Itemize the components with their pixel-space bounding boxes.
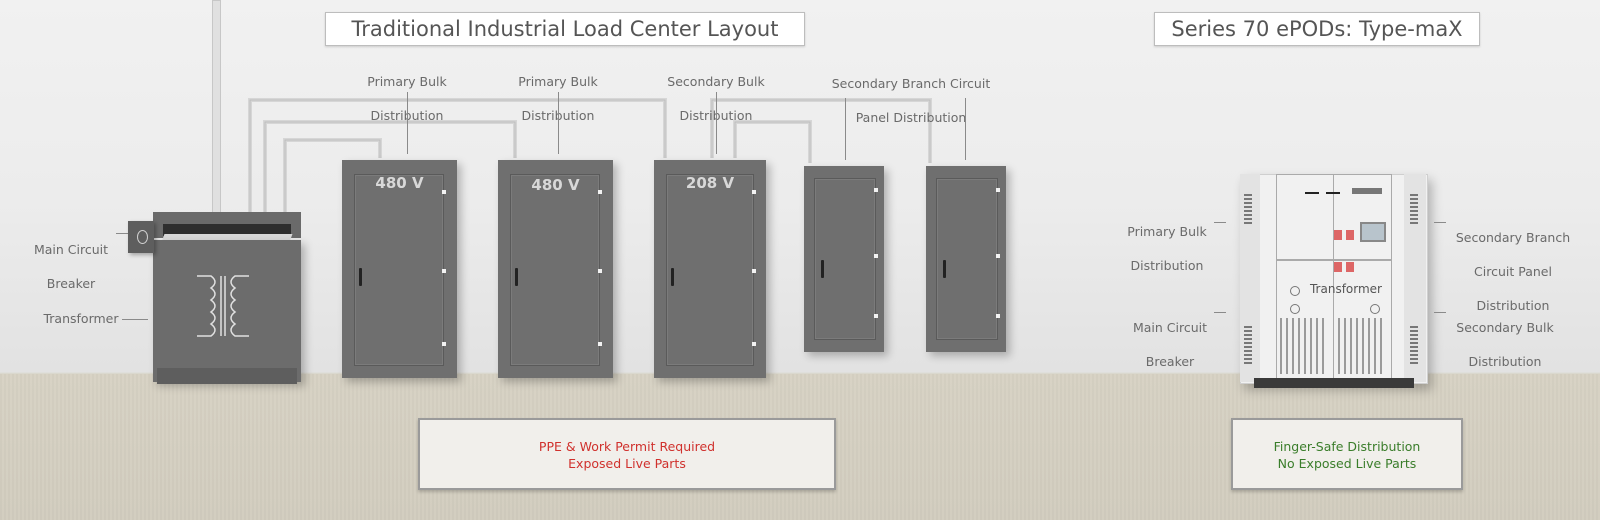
- leader-line: [716, 92, 717, 154]
- hinge: [442, 269, 446, 273]
- label-line: Secondary Branch: [1455, 230, 1571, 245]
- hinge: [442, 342, 446, 346]
- branch-panel-b: [926, 166, 1006, 352]
- epod-unit: Transformer: [1240, 174, 1428, 392]
- label-line: Distribution: [1476, 298, 1550, 313]
- transformer-unit: [153, 212, 301, 384]
- leader-line: [1434, 222, 1446, 223]
- callout-line: Finger-Safe Distribution: [1273, 439, 1421, 454]
- leader-line: [1434, 312, 1446, 313]
- hinge: [752, 190, 756, 194]
- callout-line: No Exposed Live Parts: [1277, 456, 1417, 471]
- hinge: [874, 188, 878, 192]
- hinge: [752, 269, 756, 273]
- callout-exposed-live-parts: PPE & Work Permit Required Exposed Live …: [418, 418, 836, 490]
- epod-label-secondary-bulk: Secondary Bulk Distribution: [1450, 302, 1560, 387]
- hinge: [598, 269, 602, 273]
- door-handle: [515, 268, 518, 286]
- label-line: Primary Bulk: [518, 74, 598, 89]
- panel-door: [354, 174, 444, 366]
- label-line: Circuit Panel: [1474, 264, 1552, 279]
- epod-title: Series 70 ePODs: Type-maX: [1154, 12, 1480, 46]
- callout-line: Exposed Live Parts: [568, 456, 686, 471]
- label-main-breaker: Main Circuit Breaker: [28, 224, 114, 309]
- main-breaker-box: [128, 221, 154, 253]
- leader-line: [116, 233, 128, 234]
- label-line: Main Circuit: [1132, 320, 1208, 335]
- leader-line: [407, 92, 408, 154]
- warning-label: [1334, 262, 1342, 272]
- leader-line: [965, 98, 966, 160]
- voltage-label: 480 V: [375, 174, 424, 192]
- epod-label-secondary-branch: Secondary Branch Circuit Panel Distribut…: [1450, 212, 1576, 331]
- label-secondary-branch: Secondary Branch Circuit Panel Distribut…: [826, 58, 996, 143]
- hinge: [996, 314, 1000, 318]
- transformer-symbol-icon: [197, 275, 249, 337]
- panel-208v: 208 V: [654, 160, 766, 378]
- hinge: [874, 314, 878, 318]
- hinge: [442, 190, 446, 194]
- label-line: Primary Bulk: [1127, 224, 1207, 239]
- epod-label-main-breaker: Main Circuit Breaker: [1130, 302, 1210, 387]
- hinge: [598, 190, 602, 194]
- label-line: Secondary Bulk: [1456, 320, 1554, 335]
- vent-grille: [1244, 194, 1252, 224]
- traditional-title: Traditional Industrial Load Center Layou…: [325, 12, 805, 46]
- warning-label: [1334, 230, 1342, 240]
- vent-grille: [1280, 318, 1328, 374]
- panel-door: [666, 174, 754, 366]
- hinge: [996, 188, 1000, 192]
- hinge: [874, 254, 878, 258]
- voltage-label: 208 V: [685, 174, 735, 192]
- label-line: Secondary Bulk: [667, 74, 765, 89]
- label-line: Distribution: [1130, 258, 1204, 273]
- label-line: Primary Bulk: [367, 74, 447, 89]
- warning-label: [1346, 230, 1354, 240]
- panel-door: [510, 174, 600, 366]
- epod-transformer-label: Transformer: [1309, 282, 1382, 296]
- panel-door: [814, 178, 876, 340]
- branch-panel-a: [804, 166, 884, 352]
- door-handle: [943, 260, 946, 278]
- panel-480v-1: 480 V: [342, 160, 457, 378]
- vent-grille: [1410, 324, 1418, 364]
- door-handle: [821, 260, 824, 278]
- label-line: Breaker: [1145, 354, 1195, 369]
- panel-door: [936, 178, 998, 340]
- label-line: Main Circuit: [33, 242, 109, 257]
- epod-label-primary-bulk: Primary Bulk Distribution: [1122, 206, 1212, 291]
- leader-line: [558, 92, 559, 154]
- hinge: [752, 342, 756, 346]
- vent-grille: [1410, 194, 1418, 224]
- label-line: Secondary Branch Circuit: [831, 76, 991, 91]
- label-line: Distribution: [1468, 354, 1542, 369]
- panel-480v-2: 480 V: [498, 160, 613, 378]
- leader-line: [845, 98, 846, 160]
- label-transformer: Transformer: [43, 311, 119, 326]
- vent-grille: [1338, 318, 1386, 374]
- label-line: Breaker: [46, 276, 96, 291]
- voltage-label: 480 V: [531, 176, 580, 194]
- callout-finger-safe: Finger-Safe Distribution No Exposed Live…: [1231, 418, 1463, 490]
- label-line: Panel Distribution: [855, 110, 967, 125]
- control-screen: [1360, 222, 1386, 242]
- hinge: [996, 254, 1000, 258]
- door-handle: [671, 268, 674, 286]
- leader-line: [1214, 222, 1226, 223]
- vent-grille: [1244, 324, 1252, 364]
- leader-line: [122, 319, 148, 320]
- leader-line: [1214, 312, 1226, 313]
- hinge: [598, 342, 602, 346]
- door-handle: [359, 268, 362, 286]
- callout-line: PPE & Work Permit Required: [538, 439, 716, 454]
- warning-label: [1346, 262, 1354, 272]
